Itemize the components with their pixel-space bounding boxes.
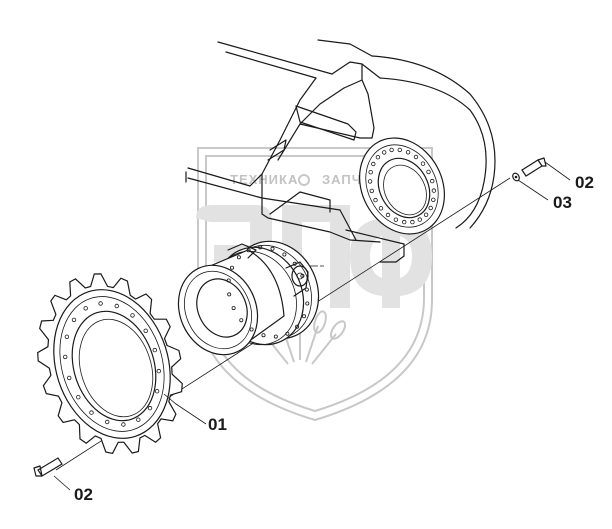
hub-bolt	[300, 273, 305, 278]
hub-bolt	[261, 333, 266, 338]
flange-bolt-hole	[393, 217, 399, 222]
sprocket-bolt-hole	[104, 419, 110, 425]
flange-bolt-hole	[397, 147, 402, 153]
flange-bolt-hole	[431, 197, 436, 202]
hub-bolt	[292, 261, 297, 266]
flange-bolt-hole	[423, 212, 429, 217]
frame-flange-bolt-holes	[367, 147, 437, 225]
callout-label-03: 03	[553, 193, 572, 212]
callout-label-01: 01	[208, 415, 227, 434]
sprocket-bolt-hole	[83, 306, 88, 311]
flange-bolt-hole	[431, 188, 437, 193]
hub-bolt	[258, 245, 263, 250]
flange-bolt-hole	[410, 219, 415, 225]
sprocket-bolt-holes	[62, 301, 161, 427]
hub-bolt	[305, 301, 310, 306]
sprocket-bolt-hole	[76, 395, 81, 400]
callout-leaders	[53, 161, 571, 491]
sprocket-bolt-hole	[114, 303, 119, 309]
flange-bolt-hole	[389, 147, 394, 153]
hub-bolt	[246, 248, 251, 253]
hub-bolt	[295, 324, 300, 329]
flange-bolt-hole	[405, 150, 411, 155]
sprocket-bolt-hole	[62, 354, 68, 360]
hub-bolt	[236, 255, 241, 260]
hub-bolt	[231, 306, 236, 311]
hub-bolt	[226, 278, 231, 283]
final-drive-hub	[177, 240, 324, 356]
flange-bolt-hole	[367, 179, 373, 184]
flange-bolt-hole	[369, 188, 374, 194]
sprocket	[37, 273, 183, 455]
flange-bolt-hole	[426, 169, 431, 175]
flange-bolt-hole	[420, 161, 426, 166]
watermark-text-tehnika: ТЕХНИКА	[230, 172, 298, 187]
track-frame	[185, 39, 496, 263]
hub-bolt-circle	[226, 245, 310, 339]
callout-label-02-bottom: 02	[74, 485, 93, 504]
bolt-top	[521, 157, 547, 177]
sprocket-bolt-hole	[130, 313, 135, 318]
sprocket-bolt-hole	[152, 347, 157, 353]
hub-bolt	[239, 318, 244, 323]
flange-bolt-hole	[368, 169, 373, 175]
hub-bolt	[249, 327, 254, 332]
sprocket-bolt-hole	[89, 410, 94, 415]
hub-bolt	[229, 265, 234, 270]
flange-bolt-hole	[430, 178, 435, 184]
flange-bolt-hole	[428, 205, 433, 211]
sprocket-bolt-hole	[66, 375, 72, 381]
flange-bolt-hole	[373, 197, 378, 203]
callout-label-02-top: 02	[575, 173, 594, 192]
hub-bolt	[301, 314, 306, 319]
hub-bolt	[285, 331, 290, 336]
sprocket-bolt-hole	[156, 368, 161, 374]
flange-bolt-hole	[375, 154, 381, 160]
hub-bolt	[227, 292, 232, 297]
hub-bolt	[270, 246, 275, 251]
bolt-bottom	[33, 457, 63, 477]
sprocket-bolt-hole	[147, 405, 153, 411]
flange-bolt-hole	[402, 219, 407, 225]
sprocket-bolt-hole	[136, 417, 141, 422]
sprocket-bolt-hole	[71, 317, 77, 323]
flange-bolt-hole	[385, 212, 391, 218]
flange-bolt-hole	[413, 154, 419, 160]
gear-icon	[298, 174, 310, 186]
hub-bolt	[282, 252, 287, 257]
sprocket-bolt-hole	[121, 422, 126, 427]
sprocket-bolt-hole	[64, 334, 70, 339]
sprocket-bolt-hole	[143, 328, 148, 333]
hub-bolt	[304, 287, 309, 292]
flange-bolt-hole	[378, 206, 384, 211]
flange-bolt-hole	[371, 161, 376, 167]
flange-bolt-hole	[417, 217, 422, 222]
flange-bolt-hole	[382, 150, 387, 155]
sprocket-bolt-hole	[154, 389, 160, 394]
hub-bolt	[273, 334, 278, 339]
sprocket-bolt-hole	[98, 301, 103, 306]
